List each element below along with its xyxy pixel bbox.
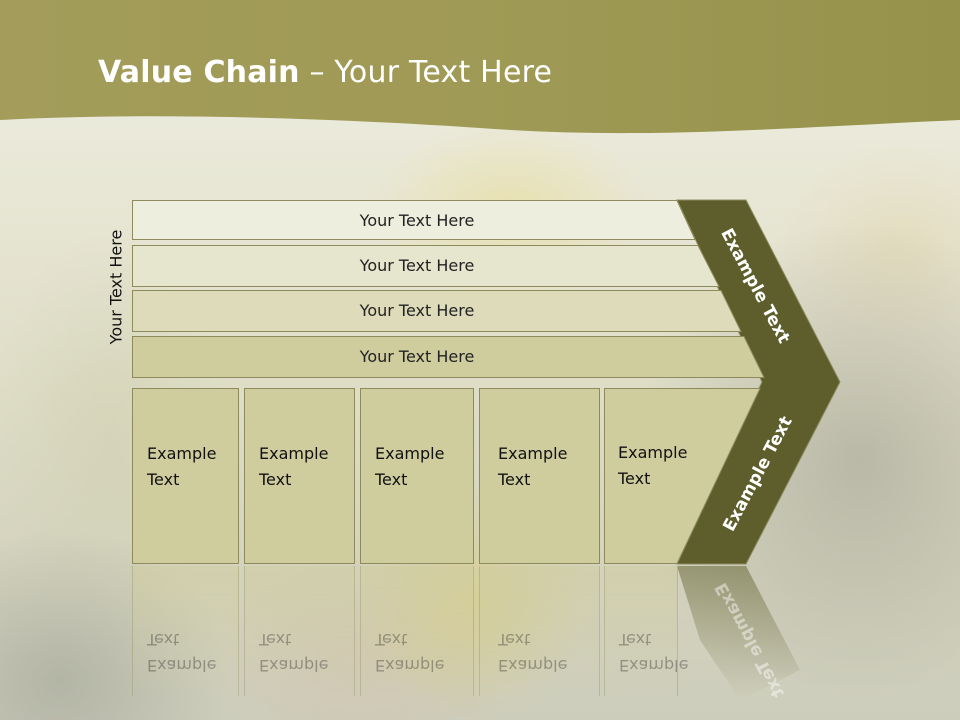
column-5-label: Example Text [618,443,688,488]
column-2-reflection: Example Text [244,566,355,696]
column-label: Example Text [375,444,445,489]
bar-label: Your Text Here [359,300,475,320]
arrow-reflection [677,566,800,700]
slide-title: Value Chain – Your Text Here [98,55,552,90]
column-label: Example Text [259,444,329,489]
column-reflection-label: Example Text [147,630,217,675]
bar-label: Your Text Here [359,255,475,275]
bar-2: Your Text Here [132,245,722,287]
column-reflection-label: Example Text [375,630,445,675]
column-reflection-label: Example Text [498,630,568,675]
column-1-reflection: Example Text [132,566,239,696]
column-1: Example Text [132,388,239,564]
column-5-reflection: Example Text [604,566,688,696]
bar-label: Your Text Here [359,210,475,230]
column-2: Example Text [244,388,355,564]
column-reflection-label: Example Text [619,630,689,675]
bar-3: Your Text Here [132,290,742,332]
bar-1: Your Text Here [132,200,697,240]
column-label: Example Text [498,444,568,489]
column-reflection-label: Example Text [259,630,329,675]
title-rest: – Your Text Here [299,55,553,90]
bar-label: Your Text Here [359,346,475,366]
title-bold: Value Chain [98,55,300,90]
column-5-shape [604,388,761,564]
column-4: Example Text [479,388,600,564]
column-4-reflection: Example Text [479,566,600,696]
header-band [0,0,960,134]
bar-4: Your Text Here [132,336,766,378]
column-3-reflection: Example Text [360,566,474,696]
column-3: Example Text [360,388,474,564]
arrow-shape [676,199,841,565]
column-label: Example Text [147,444,217,489]
